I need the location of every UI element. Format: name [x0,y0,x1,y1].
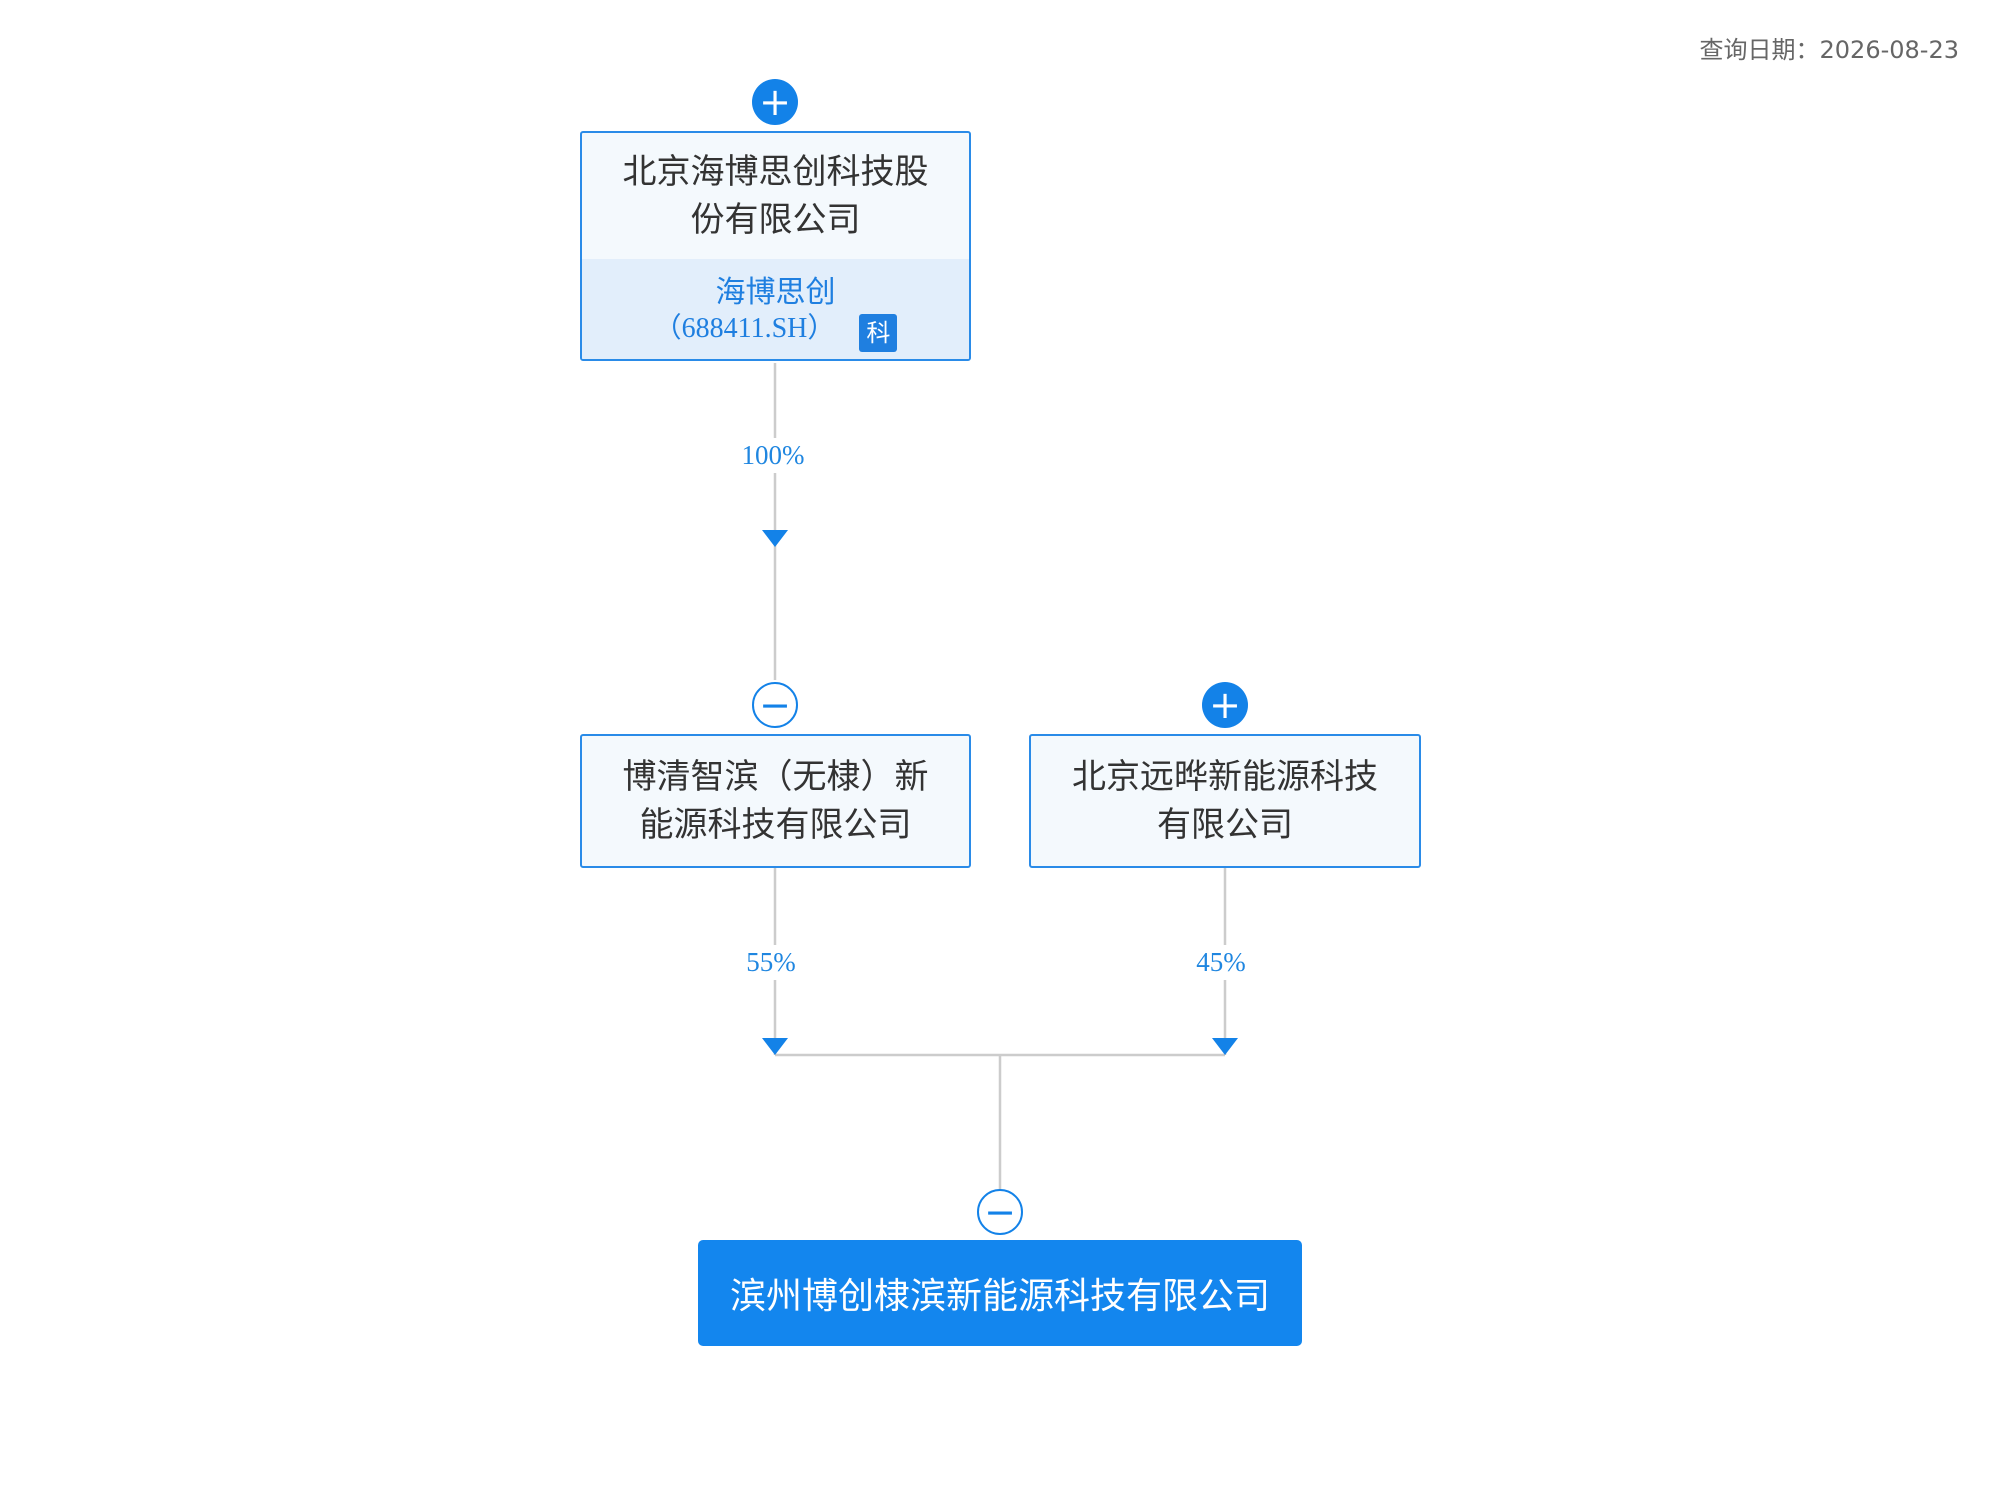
node-parent-company[interactable]: 北京海博思创科技股份有限公司 海博思创 （688411.SH） 科 [580,131,971,361]
company-name: 北京海博思创科技股份有限公司 [622,152,929,240]
node-target-company[interactable]: 滨州博创棣滨新能源科技有限公司 [698,1240,1302,1346]
stock-code: （688411.SH） [653,313,836,344]
stock-code-row: （688411.SH） 科 [582,311,969,352]
board-badge: 科 [859,313,898,352]
collapse-toggle-icon[interactable]: − [977,1189,1023,1235]
company-name: 博清智滨（无棣）新能源科技有限公司 [622,757,929,845]
expand-toggle-icon[interactable]: + [1202,682,1248,728]
stock-info: 海博思创 （688411.SH） 科 [582,259,969,359]
edge-percentage-label: 55% [744,945,798,980]
stock-short-name: 海博思创 [715,275,836,310]
arrow-head-icon [762,530,788,547]
query-date: 查询日期：2026-08-23 [1699,36,1959,64]
arrow-head-icon [762,1038,788,1055]
edge-percentage-label: 45% [1194,945,1248,980]
collapse-toggle-icon[interactable]: − [752,682,798,728]
company-name: 北京远晔新能源科技有限公司 [1072,757,1378,845]
node-holding-company[interactable]: 博清智滨（无棣）新能源科技有限公司 [580,734,971,868]
edge-percentage-label: 100% [739,438,807,473]
expand-toggle-icon[interactable]: + [752,79,798,125]
node-partner-company[interactable]: 北京远晔新能源科技有限公司 [1029,734,1421,868]
arrow-head-icon [1212,1038,1238,1055]
